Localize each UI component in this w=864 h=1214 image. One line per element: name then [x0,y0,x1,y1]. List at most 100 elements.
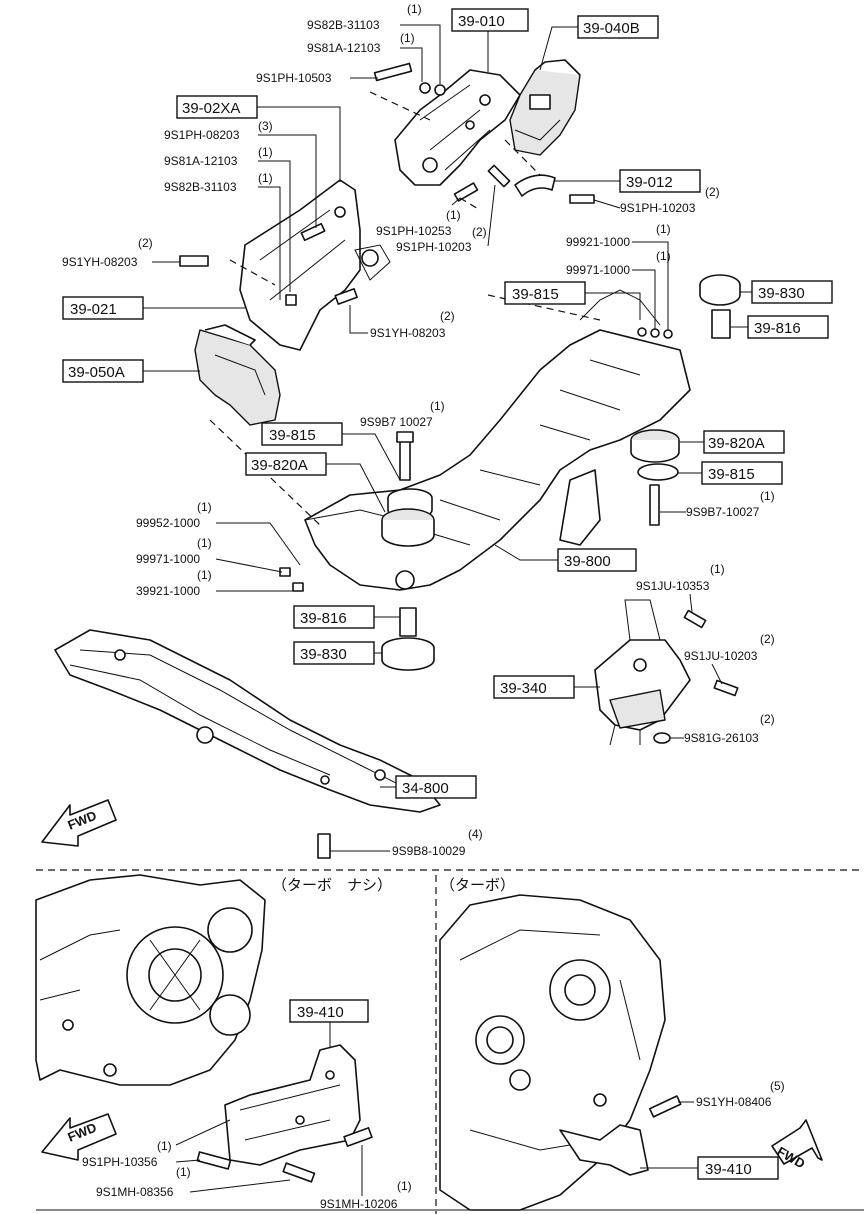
svg-text:9S1PH-10203: 9S1PH-10203 [620,201,696,215]
svg-text:(1): (1) [430,399,445,413]
svg-text:99971-1000: 99971-1000 [136,552,200,566]
callout-39-816-low: 39-816 [293,605,400,629]
part-9S9B7-10027-right: (1) 9S9B7-10027 [660,489,775,519]
callout-39-820a-mid: 39-820A [245,452,386,513]
callout-39-010: 39-010 [451,8,529,72]
part-9S81G-26103: (2) 9S81G-26103 [670,712,775,745]
svg-text:(1): (1) [710,562,725,576]
callout-39-021: 39-021 [62,296,245,320]
part-9S9B7-10027-mid: (1) 9S9B7 10027 [360,399,445,429]
part-9S1PH-08203: (3) 9S1PH-08203 [164,119,317,228]
svg-text:9S1PH-08203: 9S1PH-08203 [164,128,240,142]
svg-text:(1): (1) [258,171,273,185]
svg-text:9S1JU-10353: 9S1JU-10353 [636,579,710,593]
svg-text:(2): (2) [760,712,775,726]
svg-text:9S1PH-10203: 9S1PH-10203 [396,240,472,254]
svg-text:39-021: 39-021 [70,301,117,318]
svg-text:(1): (1) [258,145,273,159]
mount-bracket-39-02xa [239,179,391,351]
svg-text:39-815: 39-815 [269,427,316,444]
part-39921-1000: (1) 39921-1000 [136,568,296,598]
bracket-39-410-right [559,1095,682,1176]
part-99971-1000-left: (1) 99971-1000 [136,536,283,573]
svg-text:(3): (3) [258,119,273,133]
part-9S1MH-08356: (1) 9S1MH-08356 [96,1165,291,1199]
part-9S1JU-10353: (1) 9S1JU-10353 [636,562,725,613]
svg-text:34-800: 34-800 [402,780,449,797]
bushing-stack-right [630,274,741,526]
part-9S1PH-10253: (1) 9S1PH-10253 [376,197,461,238]
part-99921-1000-top: (1) 99921-1000 [566,222,671,330]
fwd-arrow-bottom-left: FWD [41,1113,117,1161]
section-heading-no-turbo: （ターボ ナシ） [272,877,392,894]
svg-text:39-820A: 39-820A [251,457,308,474]
svg-text:9S1PH-10253: 9S1PH-10253 [376,224,452,238]
lower-bushing-left [381,607,435,671]
bushing-stack-center [381,431,435,547]
svg-text:(2): (2) [138,236,153,250]
callout-39-040b: 39-040B [539,15,659,71]
svg-text:(2): (2) [705,185,720,199]
callout-39-410-left: 39-410 [289,999,369,1048]
svg-text:39-010: 39-010 [458,13,505,30]
svg-text:9S81A-12103: 9S81A-12103 [307,41,381,55]
svg-text:(2): (2) [760,632,775,646]
svg-text:9S82B-31103: 9S82B-31103 [164,180,237,194]
svg-text:39-816: 39-816 [300,610,347,627]
mount-39-340 [594,599,691,746]
svg-text:39-815: 39-815 [512,286,559,303]
callout-39-800: 39-800 [494,544,637,572]
svg-text:(1): (1) [446,208,461,222]
callout-39-410-right: 39-410 [640,1156,779,1180]
svg-text:(1): (1) [157,1139,172,1153]
svg-text:9S81A-12103: 9S81A-12103 [164,154,238,168]
svg-text:(1): (1) [407,2,422,16]
part-9S9B8-10029: (4) 9S9B8-10029 [330,827,483,858]
svg-text:(1): (1) [760,489,775,503]
callout-39-340: 39-340 [493,675,600,699]
hose-39-012 [514,174,556,197]
callout-39-830-low: 39-830 [293,641,382,665]
part-9S1PH-10203-center: (2) 9S1PH-10203 [396,184,496,254]
svg-text:39-410: 39-410 [705,1161,752,1178]
svg-text:9S9B7-10027: 9S9B7-10027 [686,505,760,519]
svg-text:(2): (2) [472,225,487,239]
part-9S1JU-10203: (2) 9S1JU-10203 [684,632,775,685]
part-9S81A-12103-top: (1) 9S81A-12103 [307,31,423,82]
part-9S1PH-10203-right: (2) 9S1PH-10203 [593,185,720,215]
callout-34-800: 34-800 [380,775,477,799]
bolts-small [179,62,739,859]
callout-39-815-mid: 39-815 [261,422,401,481]
svg-text:(4): (4) [468,827,483,841]
part-9S81A-12103-left: (1) 9S81A-12103 [164,145,291,292]
svg-text:99971-1000: 99971-1000 [566,263,630,277]
part-9S82B-31103-top: (1) 9S82B-31103 [307,2,441,84]
svg-text:39-800: 39-800 [564,553,611,570]
svg-text:(1): (1) [397,1179,412,1193]
svg-text:(1): (1) [197,536,212,550]
subframe-34-800 [54,629,441,813]
svg-text:(1): (1) [197,568,212,582]
svg-text:39-410: 39-410 [297,1004,344,1021]
svg-text:9S1PH-10503: 9S1PH-10503 [256,71,332,85]
bracket-39-410-left [196,1044,373,1183]
callout-39-815-right: 39-815 [678,461,783,485]
svg-text:(5): (5) [770,1079,785,1093]
svg-text:39-02XA: 39-02XA [182,100,240,117]
engine-mount-rubber-39-040b [509,59,581,156]
part-9S82B-31103-left: (1) 9S82B-31103 [164,171,281,300]
svg-text:9S1YH-08203: 9S1YH-08203 [62,255,138,269]
fwd-arrow-top: FWD [41,799,117,847]
section-heading-turbo: （ターボ） [440,877,515,894]
svg-text:9S1PH-10356: 9S1PH-10356 [82,1155,158,1169]
svg-text:39-340: 39-340 [500,680,547,697]
svg-text:9S9B7 10027: 9S9B7 10027 [360,415,433,429]
svg-text:(1): (1) [400,31,415,45]
callout-39-816-top: 39-816 [730,315,829,339]
callout-39-012: 39-012 [555,169,701,193]
callout-39-815-top: 39-815 [504,281,641,320]
engine-mount-bracket-39-010 [394,69,521,186]
fwd-arrow-bottom-right: FWD [771,1119,823,1171]
svg-text:39-830: 39-830 [300,646,347,663]
